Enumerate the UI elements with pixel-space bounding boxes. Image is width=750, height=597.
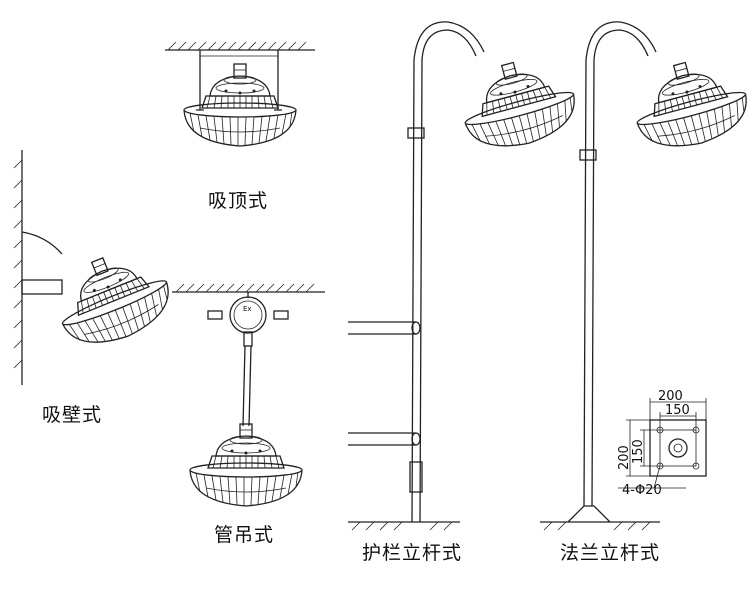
pipe-pendant-drawing: Ex xyxy=(172,283,325,507)
dim-outer-height: 200 xyxy=(617,445,632,470)
label-wall-mount: 吸壁式 xyxy=(42,404,103,426)
label-flange-pole: 法兰立杆式 xyxy=(560,542,661,564)
ceiling-mount-drawing xyxy=(165,41,315,147)
dim-holes: 4-Φ20 xyxy=(622,483,662,498)
flange-pole-drawing xyxy=(540,21,750,531)
label-ceiling-mount: 吸顶式 xyxy=(208,190,269,212)
flange-dimension-detail: 200 150 200 150 4-Φ20 xyxy=(617,389,707,498)
dim-outer-width: 200 xyxy=(658,389,683,404)
junction-box-mark: Ex xyxy=(243,305,252,313)
wall-mount-drawing xyxy=(13,150,181,385)
dim-inner-height: 150 xyxy=(631,439,646,464)
label-guardrail-pole: 护栏立杆式 xyxy=(362,542,463,564)
dim-inner-width: 150 xyxy=(665,403,690,418)
guardrail-pole-drawing xyxy=(348,21,584,531)
label-pipe-pendant: 管吊式 xyxy=(214,524,275,546)
